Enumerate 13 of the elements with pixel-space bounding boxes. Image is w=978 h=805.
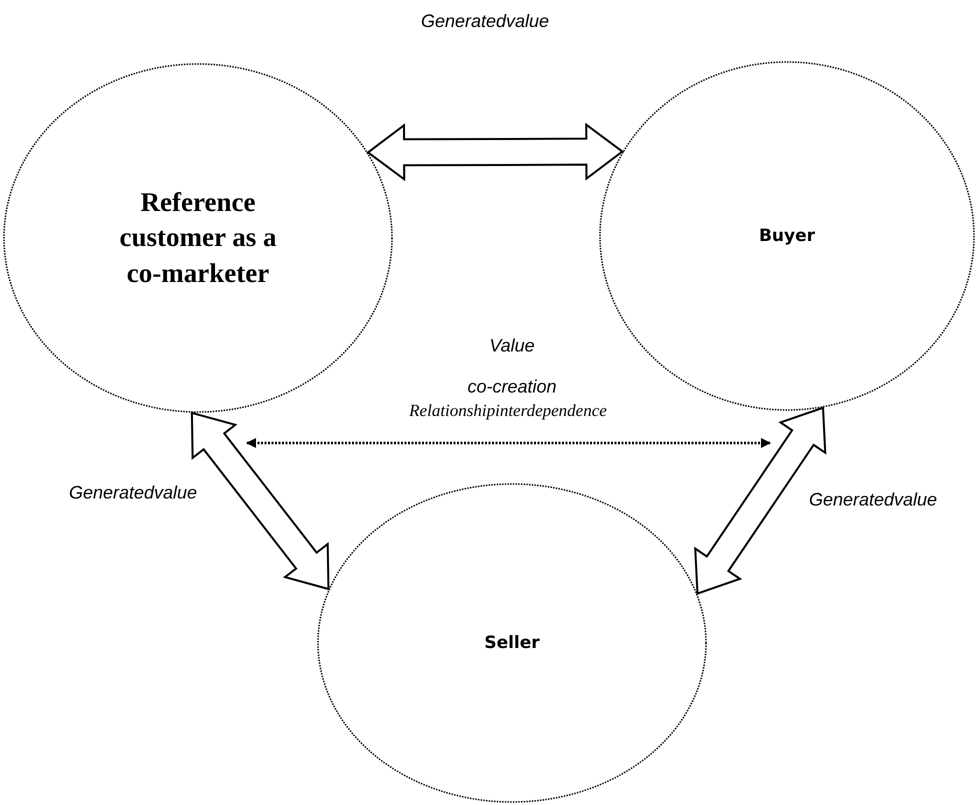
double-block-arrow bbox=[366, 122, 624, 182]
annotation-text: Relationshipinterdependence bbox=[408, 400, 608, 422]
edge-label: Generatedvalue bbox=[808, 490, 938, 510]
double-block-arrow bbox=[694, 406, 826, 595]
annotation-text: Generatedvalue bbox=[420, 11, 550, 33]
double-block-arrow bbox=[190, 412, 330, 590]
node-label: Buyer bbox=[758, 224, 816, 248]
annotation-text: Value co-creation bbox=[466, 334, 558, 399]
node-label: Reference customer as a co-marketer bbox=[118, 186, 278, 290]
ellipse-node bbox=[3, 63, 393, 413]
node-label: Seller bbox=[483, 632, 541, 654]
edge-label: Generatedvalue bbox=[68, 482, 198, 504]
ellipse-node bbox=[317, 483, 707, 803]
